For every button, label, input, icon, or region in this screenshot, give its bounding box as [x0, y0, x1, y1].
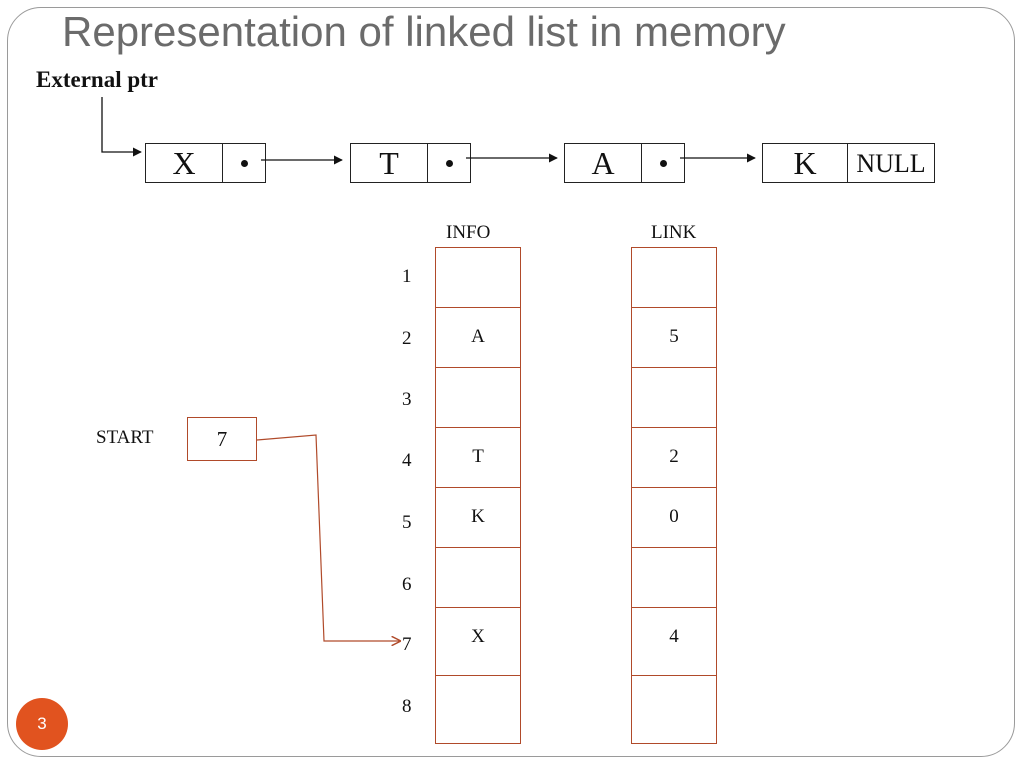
slide-title: Representation of linked list in memory [62, 8, 786, 55]
link-cell [632, 548, 716, 608]
pointer-dot-icon [240, 159, 248, 167]
node-link [428, 144, 470, 182]
row-index: 6 [402, 574, 412, 595]
null-pointer: NULL [856, 149, 926, 178]
page-number-badge: 3 [16, 698, 68, 750]
list-node-2: T [350, 143, 471, 183]
list-node-1: X [145, 143, 266, 183]
info-cell: K [436, 488, 520, 548]
row-index: 3 [402, 389, 412, 410]
link-column: 5 2 0 4 [631, 247, 717, 744]
info-cell [436, 368, 520, 428]
node-info: K [763, 144, 848, 182]
start-pointer-arrow [256, 434, 400, 641]
start-label: START [96, 427, 154, 448]
external-pointer-arrow [101, 97, 142, 157]
pointer-dot-icon [445, 159, 453, 167]
info-cell [436, 548, 520, 608]
link-cell: 2 [632, 428, 716, 488]
link-cell: 5 [632, 308, 716, 368]
link-column-header: LINK [651, 222, 697, 243]
row-index: 5 [402, 512, 412, 533]
node-info: A [565, 144, 642, 182]
row-index: 1 [402, 266, 412, 287]
row-index: 8 [402, 696, 412, 717]
row-index: 2 [402, 328, 412, 349]
list-node-3: A [564, 143, 685, 183]
link-cell [632, 368, 716, 428]
info-cell [436, 248, 520, 308]
info-column: A T K X [435, 247, 521, 744]
start-value-box: 7 [187, 417, 257, 461]
slide-frame [7, 7, 1015, 757]
info-cell: A [436, 308, 520, 368]
info-cell: T [436, 428, 520, 488]
node-info: X [146, 144, 223, 182]
link-cell: 4 [632, 608, 716, 676]
node-info: T [351, 144, 428, 182]
list-node-4: K NULL [762, 143, 935, 183]
external-pointer-label: External ptr [36, 67, 159, 92]
info-column-header: INFO [446, 222, 491, 243]
row-index: 7 [402, 634, 412, 655]
link-cell [632, 248, 716, 308]
row-index: 4 [402, 450, 412, 471]
pointer-dot-icon [659, 159, 667, 167]
link-cell: 0 [632, 488, 716, 548]
info-cell: X [436, 608, 520, 676]
node-link [223, 144, 265, 182]
node-link [642, 144, 684, 182]
